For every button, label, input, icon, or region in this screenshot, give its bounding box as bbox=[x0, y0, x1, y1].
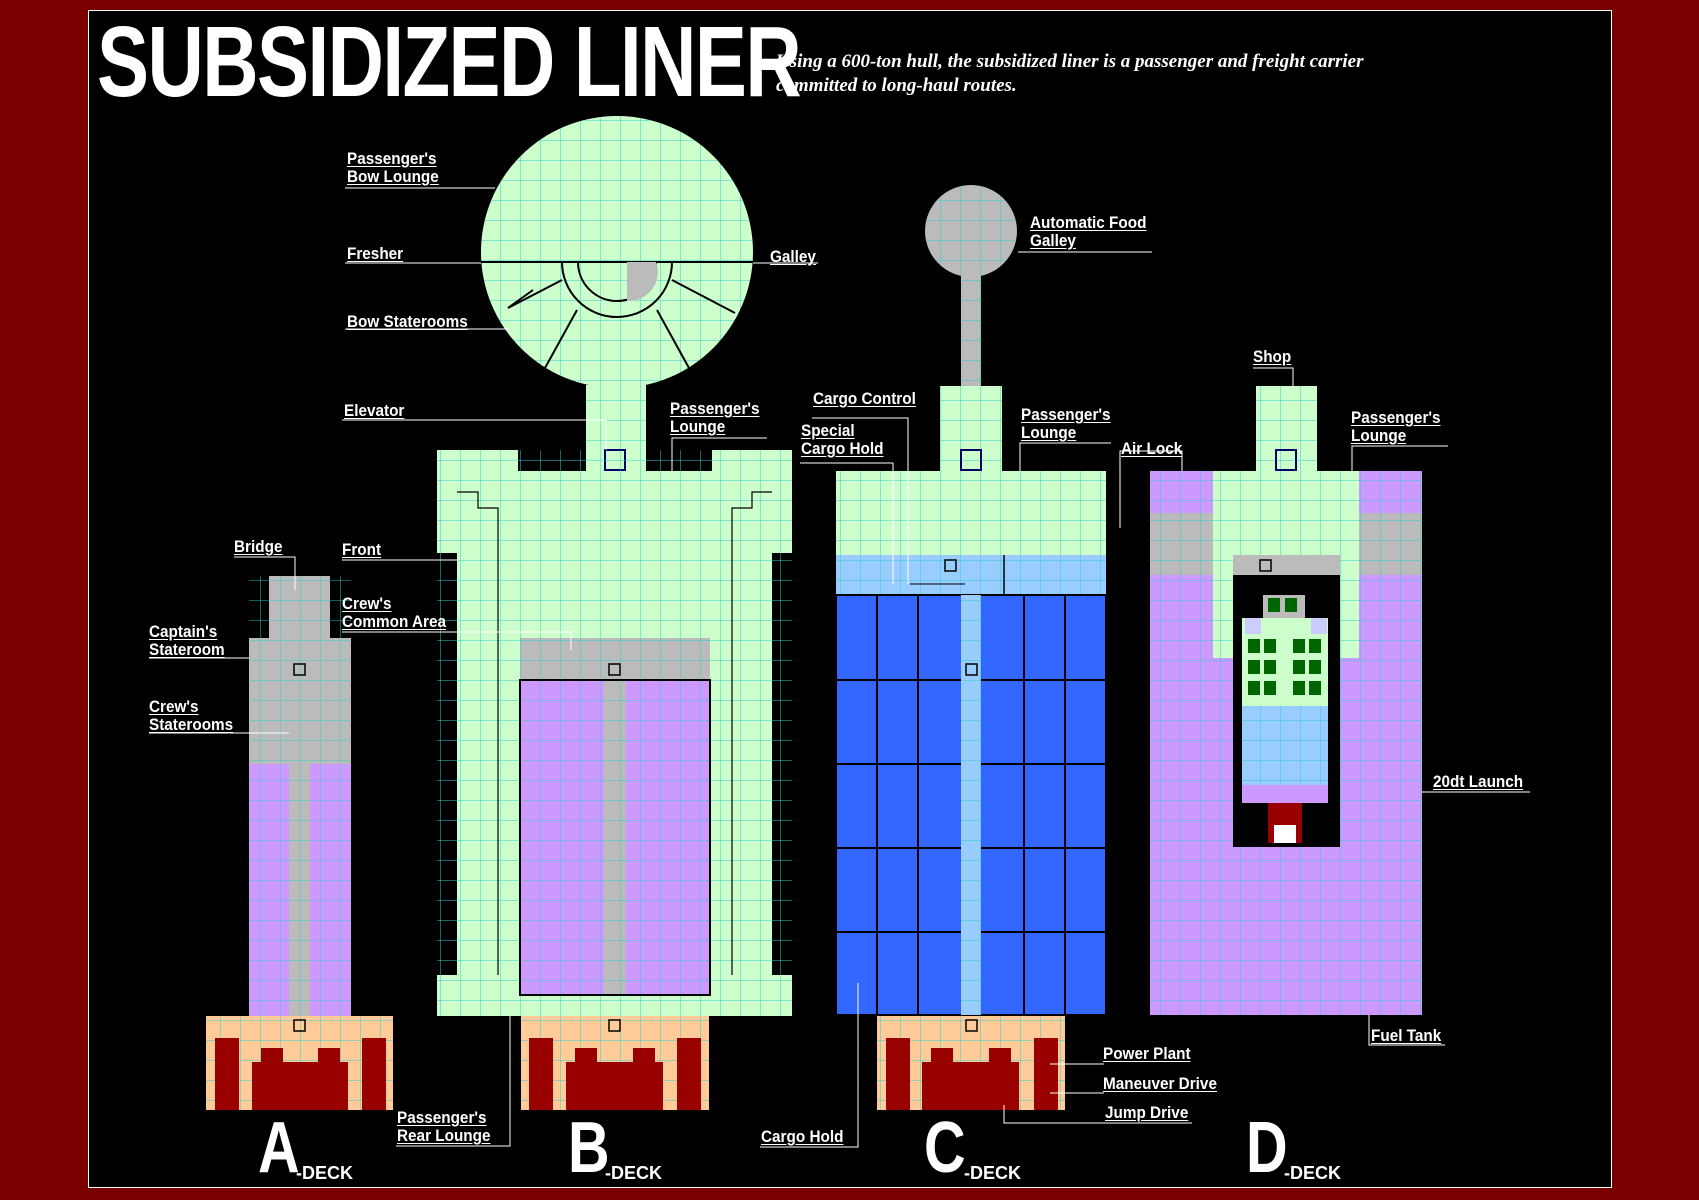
deck-c-suffix: -DECK bbox=[964, 1163, 1021, 1183]
deck-b-suffix: -DECK bbox=[605, 1163, 662, 1183]
page-title: SUBSIDIZED LINER bbox=[97, 6, 802, 118]
deck-d-letter: D bbox=[1246, 1108, 1288, 1188]
label-automatic-food-galley: Automatic Food Galley bbox=[1030, 213, 1147, 250]
label-jump-drive: Jump Drive bbox=[1105, 1103, 1189, 1122]
label-bow-staterooms: Bow Staterooms bbox=[347, 312, 468, 331]
deck-a-letter: A bbox=[258, 1108, 300, 1188]
label-cargo-control: Cargo Control bbox=[813, 389, 916, 408]
label-power-plant: Power Plant bbox=[1103, 1044, 1191, 1063]
label-elevator: Elevator bbox=[344, 401, 405, 420]
label-fuel-tank: Fuel Tank bbox=[1371, 1026, 1442, 1045]
label-air-lock: Air Lock bbox=[1121, 439, 1183, 458]
label-passengers-lounge-c: Passenger's Lounge bbox=[1021, 405, 1111, 442]
label-passengers-lounge-d: Passenger's Lounge bbox=[1351, 408, 1441, 445]
b-deck-drawing bbox=[437, 116, 792, 1110]
label-20dt-launch: 20dt Launch bbox=[1433, 772, 1524, 791]
label-maneuver-drive: Maneuver Drive bbox=[1103, 1074, 1217, 1093]
label-crews-staterooms: Crew's Staterooms bbox=[149, 697, 234, 734]
deck-a-suffix: -DECK bbox=[296, 1163, 353, 1183]
label-fresher: Fresher bbox=[347, 244, 404, 263]
deck-d-suffix: -DECK bbox=[1284, 1163, 1341, 1183]
deck-c-letter: C bbox=[924, 1108, 966, 1188]
label-galley: Galley bbox=[770, 247, 816, 266]
label-cargo-hold: Cargo Hold bbox=[761, 1127, 844, 1146]
c-deck-drawing bbox=[835, 185, 1107, 1110]
label-captains-stateroom: Captain's Stateroom bbox=[149, 622, 225, 659]
deck-b-letter: B bbox=[568, 1108, 610, 1188]
label-special-cargo-hold: Special Cargo Hold bbox=[801, 421, 884, 458]
leader-lines bbox=[149, 187, 1530, 1148]
label-passengers-rear-lounge: Passenger's Rear Lounge bbox=[397, 1108, 491, 1145]
label-crews-common-area: Crew's Common Area bbox=[342, 594, 447, 631]
page-subtitle: Using a 600-ton hull, the subsidized lin… bbox=[776, 51, 1364, 96]
d-deck-drawing bbox=[1150, 386, 1422, 1015]
a-deck-drawing bbox=[206, 576, 393, 1110]
label-passengers-lounge-b: Passenger's Lounge bbox=[670, 399, 760, 436]
label-front: Front bbox=[342, 540, 382, 559]
label-bridge: Bridge bbox=[234, 537, 283, 556]
label-bow-lounge: Passenger's Bow Lounge bbox=[347, 149, 439, 186]
label-shop: Shop bbox=[1253, 347, 1292, 366]
b-galley bbox=[627, 262, 658, 302]
